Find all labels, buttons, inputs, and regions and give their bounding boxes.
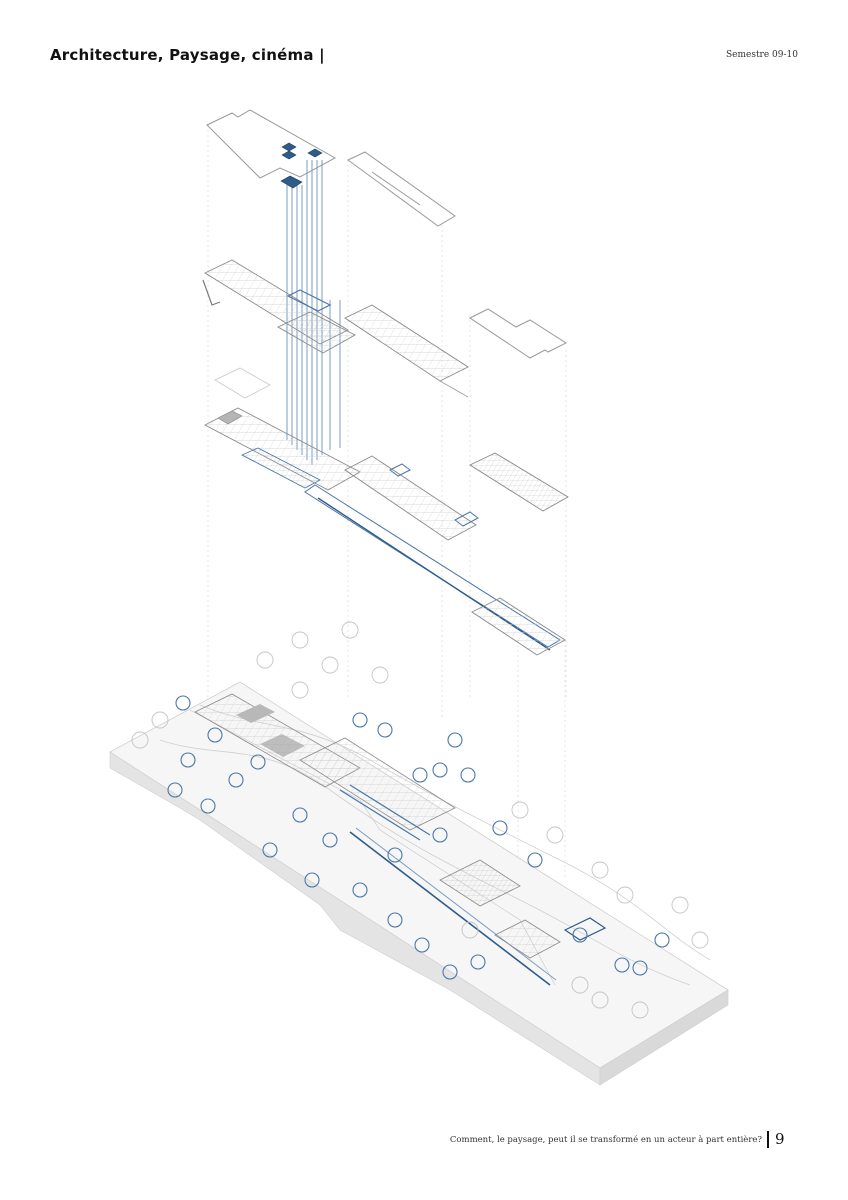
skylights — [280, 142, 323, 189]
header-semester: Semestre 09-10 — [725, 50, 798, 60]
roof-level — [206, 109, 568, 359]
footer-divider — [767, 1131, 769, 1148]
building-on-site — [194, 693, 607, 986]
projection-lines — [207, 130, 567, 880]
trees-gray — [131, 621, 709, 1019]
trees-blue — [167, 695, 670, 980]
page-number: 9 — [775, 1130, 785, 1148]
upper-floor — [202, 259, 469, 399]
header-title: Architecture, Paysage, cinéma | — [50, 46, 325, 64]
main-floor — [204, 407, 569, 656]
footer-caption: Comment, le paysage, peut il se transfor… — [449, 1135, 762, 1145]
terrain-base — [109, 681, 729, 1086]
